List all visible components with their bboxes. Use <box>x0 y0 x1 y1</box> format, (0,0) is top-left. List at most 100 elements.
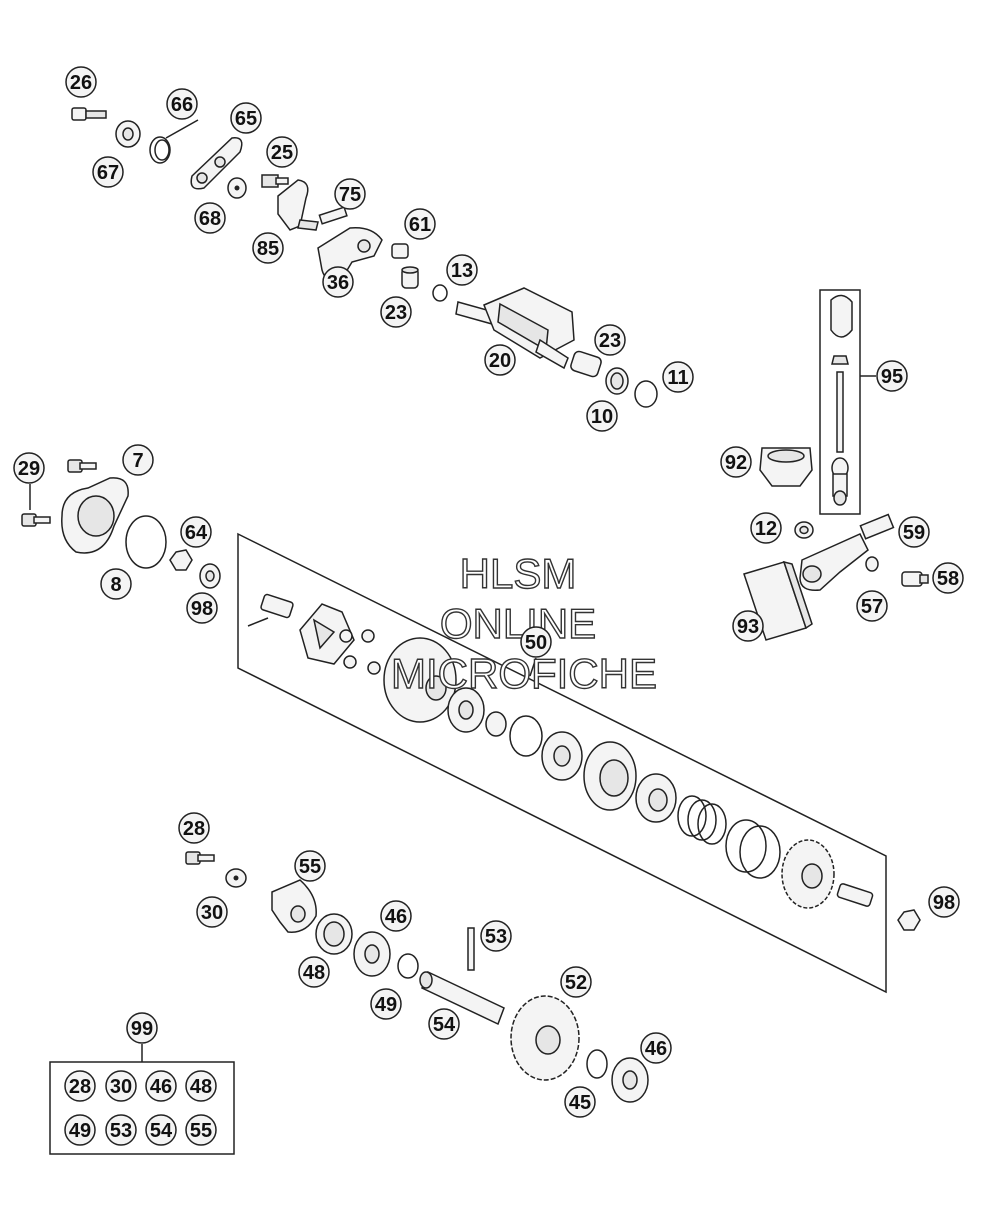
kit-item-55[interactable]: 55 <box>185 1114 217 1146</box>
callout-92[interactable]: 92 <box>720 446 752 478</box>
svg-text:55: 55 <box>190 1120 212 1142</box>
callout-53[interactable]: 53 <box>480 920 512 952</box>
svg-text:68: 68 <box>199 208 221 230</box>
svg-text:59: 59 <box>903 522 925 544</box>
svg-text:30: 30 <box>201 902 223 924</box>
svg-text:7: 7 <box>132 450 143 472</box>
callout-20[interactable]: 20 <box>484 344 516 376</box>
kickstarter-cover-group <box>21 459 221 589</box>
svg-text:52: 52 <box>565 972 587 994</box>
svg-text:53: 53 <box>485 926 507 948</box>
callouts: 26 66 65 67 25 68 75 85 61 36 13 23 23 2… <box>13 66 964 1146</box>
svg-text:93: 93 <box>737 616 759 638</box>
callout-50[interactable]: 50 <box>520 626 552 658</box>
callout-65[interactable]: 65 <box>230 102 262 134</box>
callout-75[interactable]: 75 <box>334 178 366 210</box>
callout-23-right[interactable]: 23 <box>594 324 626 356</box>
callout-68[interactable]: 68 <box>194 202 226 234</box>
callout-8[interactable]: 8 <box>100 568 132 600</box>
callout-30[interactable]: 30 <box>196 896 228 928</box>
callout-58[interactable]: 58 <box>932 562 964 594</box>
callout-13[interactable]: 13 <box>446 254 478 286</box>
svg-text:75: 75 <box>339 184 361 206</box>
callout-61[interactable]: 61 <box>404 208 436 240</box>
callout-98-left[interactable]: 98 <box>186 592 218 624</box>
svg-text:10: 10 <box>591 406 613 428</box>
callout-67[interactable]: 67 <box>92 156 124 188</box>
svg-text:46: 46 <box>385 906 407 928</box>
kit-99-box <box>49 1044 235 1155</box>
callout-48[interactable]: 48 <box>298 956 330 988</box>
watermark-line-2: ONLINE <box>440 600 596 647</box>
callout-29[interactable]: 29 <box>13 452 45 484</box>
callout-64[interactable]: 64 <box>180 516 212 548</box>
svg-text:20: 20 <box>489 350 511 372</box>
kit-item-54[interactable]: 54 <box>145 1114 177 1146</box>
callout-99[interactable]: 99 <box>126 1012 158 1044</box>
watermark-line-1: HLSM <box>460 550 577 597</box>
kit-item-53[interactable]: 53 <box>105 1114 137 1146</box>
svg-text:54: 54 <box>150 1120 173 1142</box>
callout-59[interactable]: 59 <box>898 516 930 548</box>
svg-text:49: 49 <box>69 1120 91 1142</box>
svg-text:11: 11 <box>667 367 688 389</box>
svg-text:66: 66 <box>171 94 193 116</box>
svg-text:12: 12 <box>755 518 777 540</box>
callout-11[interactable]: 11 <box>662 361 694 393</box>
svg-text:57: 57 <box>861 596 883 618</box>
svg-text:28: 28 <box>69 1076 91 1098</box>
callout-7[interactable]: 7 <box>122 444 154 476</box>
callout-12[interactable]: 12 <box>750 512 782 544</box>
svg-text:49: 49 <box>375 994 397 1016</box>
svg-text:98: 98 <box>191 598 213 620</box>
svg-text:23: 23 <box>385 302 407 324</box>
callout-26[interactable]: 26 <box>65 66 97 98</box>
svg-text:48: 48 <box>190 1076 212 1098</box>
svg-text:30: 30 <box>110 1076 132 1098</box>
svg-text:23: 23 <box>599 330 621 352</box>
svg-text:48: 48 <box>303 962 325 984</box>
svg-text:25: 25 <box>271 142 293 164</box>
watermark-line-3: MICROFICHE <box>391 650 657 697</box>
svg-text:46: 46 <box>150 1076 172 1098</box>
svg-text:26: 26 <box>70 72 92 94</box>
kit-item-49[interactable]: 49 <box>64 1114 96 1146</box>
callout-95[interactable]: 95 <box>876 360 908 392</box>
svg-text:85: 85 <box>257 238 279 260</box>
svg-text:53: 53 <box>110 1120 132 1142</box>
callout-23-upper[interactable]: 23 <box>380 296 412 328</box>
exhaust-valve-rod-group <box>759 289 861 515</box>
kit-item-30[interactable]: 30 <box>105 1070 137 1102</box>
svg-text:46: 46 <box>645 1038 667 1060</box>
svg-text:54: 54 <box>433 1014 456 1036</box>
callout-46-middle[interactable]: 46 <box>380 900 412 932</box>
callout-54[interactable]: 54 <box>428 1008 460 1040</box>
callout-55[interactable]: 55 <box>294 850 326 882</box>
kickstarter-shaft-assembly <box>237 532 887 994</box>
svg-text:65: 65 <box>235 108 257 130</box>
callout-66[interactable]: 66 <box>166 88 198 120</box>
svg-text:36: 36 <box>327 272 349 294</box>
callout-57[interactable]: 57 <box>856 590 888 622</box>
leader-lines <box>529 375 876 677</box>
callout-49[interactable]: 49 <box>370 988 402 1020</box>
callout-46-lower[interactable]: 46 <box>640 1032 672 1064</box>
svg-text:13: 13 <box>451 260 473 282</box>
callout-10[interactable]: 10 <box>586 400 618 432</box>
callout-45[interactable]: 45 <box>564 1086 596 1118</box>
callout-98-right[interactable]: 98 <box>928 886 960 918</box>
watermark: HLSM ONLINE MICROFICHE <box>390 549 657 697</box>
kit-item-48[interactable]: 48 <box>185 1070 217 1102</box>
svg-text:98: 98 <box>933 892 955 914</box>
callout-52[interactable]: 52 <box>560 966 592 998</box>
kit-item-28[interactable]: 28 <box>64 1070 96 1102</box>
callout-93[interactable]: 93 <box>732 610 764 642</box>
kit-item-46[interactable]: 46 <box>145 1070 177 1102</box>
callout-85[interactable]: 85 <box>252 232 284 264</box>
svg-text:92: 92 <box>725 452 747 474</box>
callout-25[interactable]: 25 <box>266 136 298 168</box>
svg-text:95: 95 <box>881 366 903 388</box>
callout-36[interactable]: 36 <box>322 266 354 298</box>
callout-28[interactable]: 28 <box>178 812 210 844</box>
